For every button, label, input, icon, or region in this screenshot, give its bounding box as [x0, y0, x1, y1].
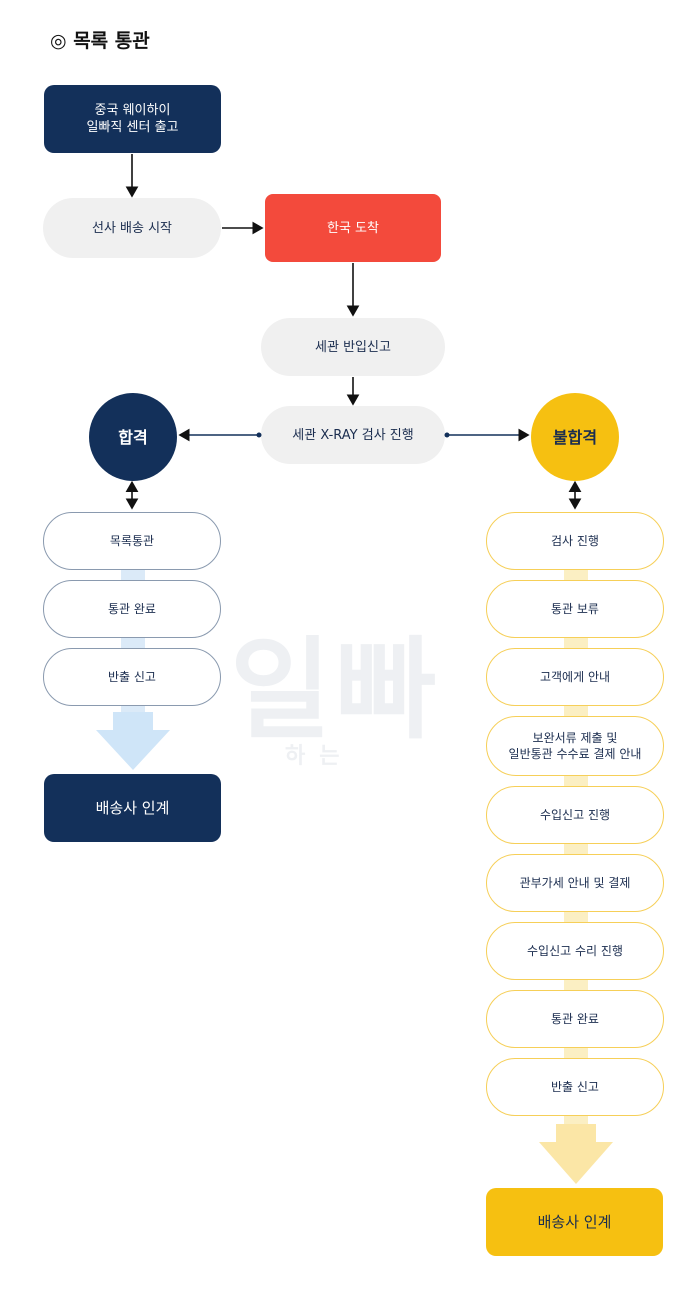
watermark-text: 일빠 [230, 626, 441, 754]
fail-step-2-label: 통관 보류 [551, 601, 599, 616]
customs-import-box: 세관 반입신고 [261, 318, 445, 376]
pass-final-box: 배송사 인계 [44, 774, 221, 842]
arrive-korea-box: 한국 도착 [265, 194, 441, 262]
ship-start-label: 선사 배송 시작 [91, 220, 173, 236]
fail-label: 불합격 [552, 427, 598, 447]
fail-step-8: 통관 완료 [486, 990, 664, 1048]
origin-line-2: 일빠직 센터 출고 [86, 120, 179, 135]
fail-step-6-label: 관부가세 안내 및 결제 [519, 875, 631, 890]
origin-box: 중국 웨이하이 일빠직 센터 출고 [44, 85, 221, 153]
pass-step-1: 목록통관 [43, 512, 221, 570]
fail-final-box: 배송사 인계 [486, 1188, 663, 1256]
pass-step-3-label: 반출 신고 [108, 669, 156, 684]
pass-step-1-label: 목록통관 [109, 533, 155, 548]
fail-step-2: 통관 보류 [486, 580, 664, 638]
fail-step-3-label: 고객에게 안내 [539, 669, 611, 684]
fail-step-4: 보완서류 제출 및 일반통관 수수료 결제 안내 [486, 716, 664, 776]
fail-step-5-label: 수입신고 진행 [539, 807, 611, 822]
fail-step-1: 검사 진행 [486, 512, 664, 570]
pass-step-2: 통관 완료 [43, 580, 221, 638]
page-title: ◎ 목록 통관 [50, 30, 150, 52]
ship-start-box: 선사 배송 시작 [43, 198, 221, 258]
fail-step-9: 반출 신고 [486, 1058, 664, 1116]
pass-label: 합격 [118, 427, 148, 447]
customs-import-label: 세관 반입신고 [315, 339, 391, 355]
xray-label: 세관 X-RAY 검사 진행 [292, 427, 414, 443]
pass-step-2-label: 통관 완료 [108, 601, 156, 616]
fail-final-label: 배송사 인계 [537, 1212, 612, 1231]
pass-step-3: 반출 신고 [43, 648, 221, 706]
fail-step-9-label: 반출 신고 [551, 1079, 599, 1094]
watermark-subtext: 하는 [285, 744, 354, 769]
arrive-korea-label: 한국 도착 [327, 220, 379, 236]
fail-step-7-label: 수입신고 수리 진행 [527, 943, 623, 958]
fail-circle: 불합격 [531, 393, 619, 481]
fail-step-7: 수입신고 수리 진행 [486, 922, 664, 980]
fail-step-1-label: 검사 진행 [551, 533, 599, 548]
fail-step-8-label: 통관 완료 [551, 1011, 599, 1026]
fail-step-4-label: 보완서류 제출 및 일반통관 수수료 결제 안내 [508, 731, 642, 761]
fail-step-6: 관부가세 안내 및 결제 [486, 854, 664, 912]
fail-step-5: 수입신고 진행 [486, 786, 664, 844]
xray-box: 세관 X-RAY 검사 진행 [261, 406, 445, 464]
pass-circle: 합격 [89, 393, 177, 481]
fail-step-3: 고객에게 안내 [486, 648, 664, 706]
origin-line-1: 중국 웨이하이 [94, 103, 171, 118]
pass-final-label: 배송사 인계 [95, 798, 170, 817]
